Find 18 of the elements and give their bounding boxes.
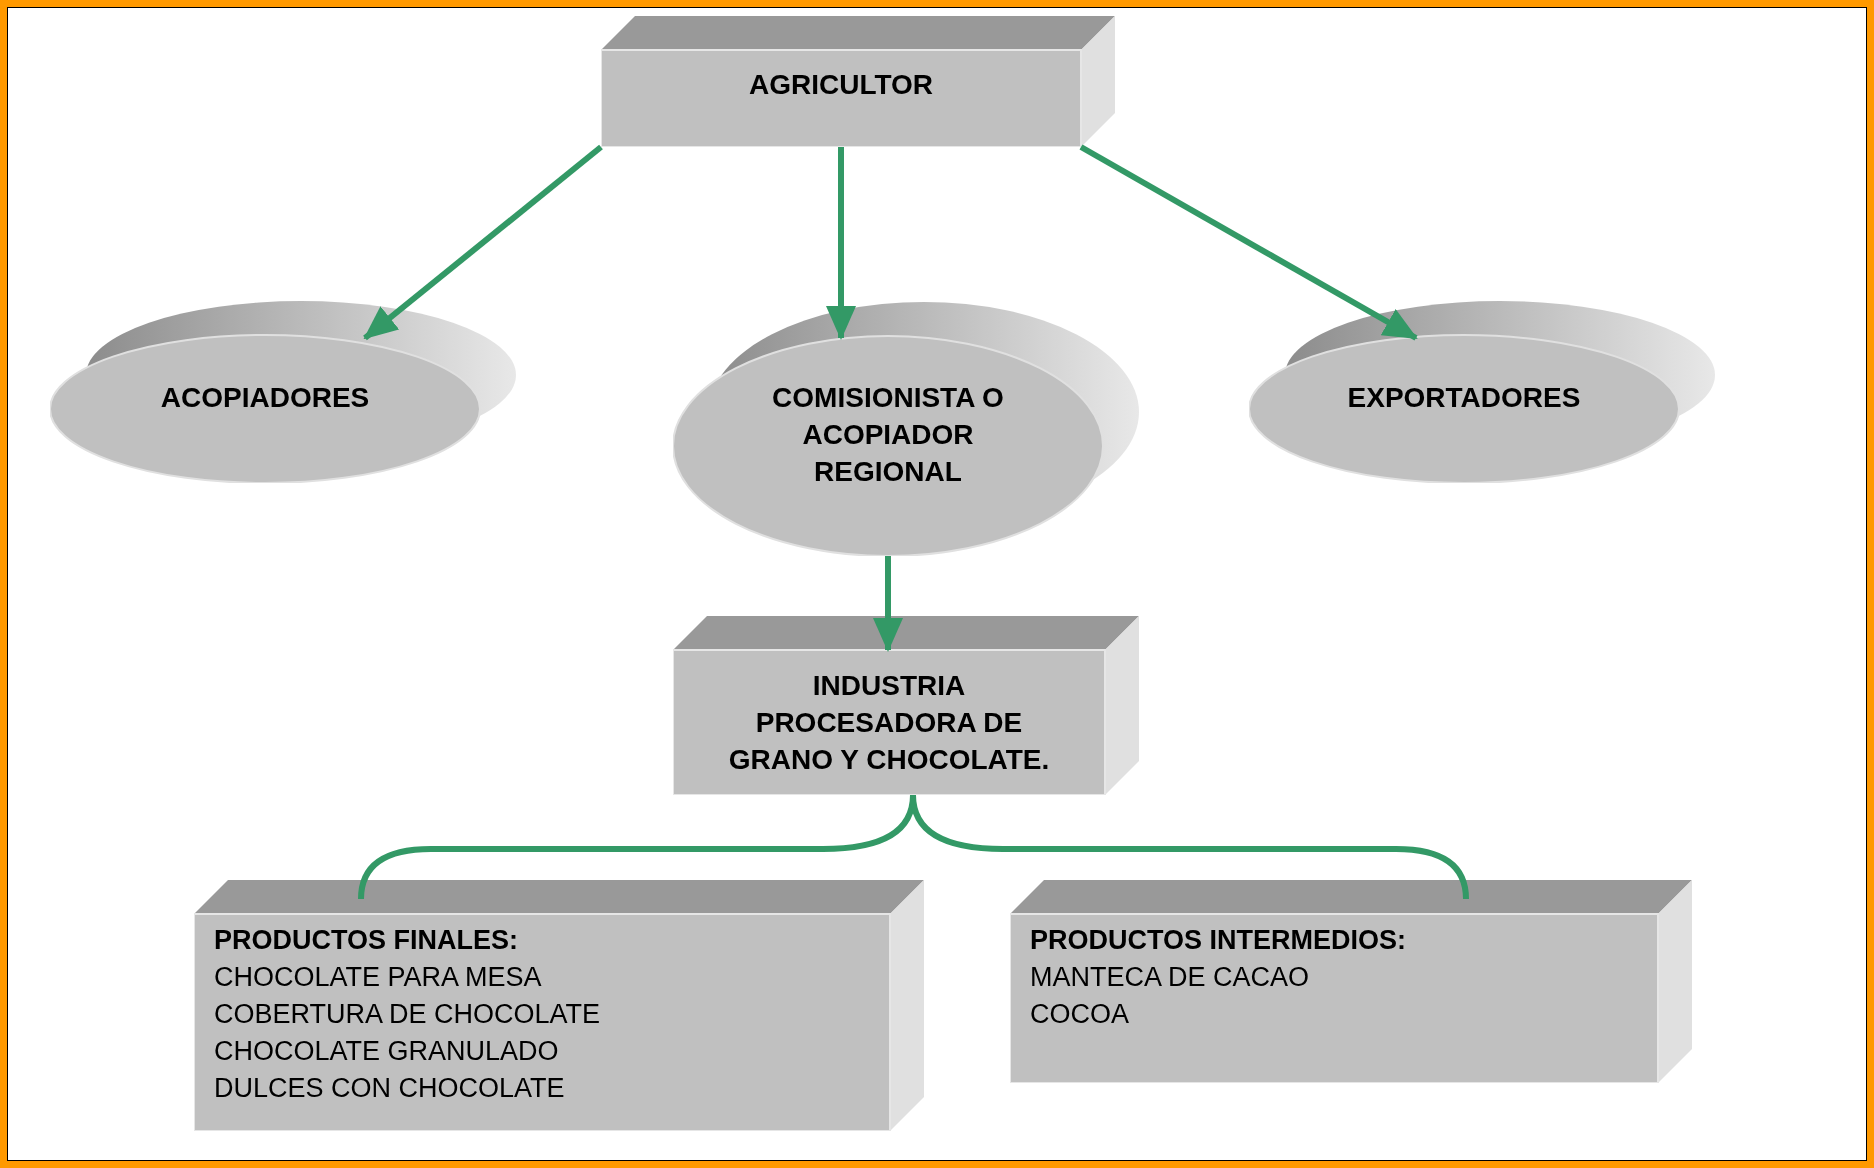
- list-item: COBERTURA DE CHOCOLATE: [214, 998, 602, 1031]
- arrow: [1079, 144, 1418, 341]
- list-heading: PRODUCTOS FINALES:: [214, 924, 519, 957]
- ellipse-label: ACOPIADORES: [160, 380, 370, 415]
- list-item: DULCES CON CHOCOLATE: [214, 1072, 566, 1105]
- list-heading: PRODUCTOS INTERMEDIOS:: [1030, 924, 1408, 957]
- list-item: COCOA: [1030, 998, 1130, 1031]
- ellipse-label: COMISIONISTA O ACOPIADOR REGIONAL: [771, 380, 1005, 489]
- ellipse-label: EXPORTADORES: [1347, 380, 1581, 415]
- arrow: [363, 144, 603, 341]
- connector-line: [910, 794, 1469, 900]
- list-item: CHOCOLATE PARA MESA: [214, 961, 543, 994]
- list-item: CHOCOLATE GRANULADO: [214, 1035, 560, 1068]
- arrow: [873, 556, 903, 652]
- arrow: [826, 147, 856, 340]
- box-label: AGRICULTOR: [748, 68, 934, 102]
- list-item: MANTECA DE CACAO: [1030, 961, 1311, 994]
- box-label: INDUSTRIA PROCESADORA DE GRANO Y CHOCOLATE.: [727, 669, 1051, 777]
